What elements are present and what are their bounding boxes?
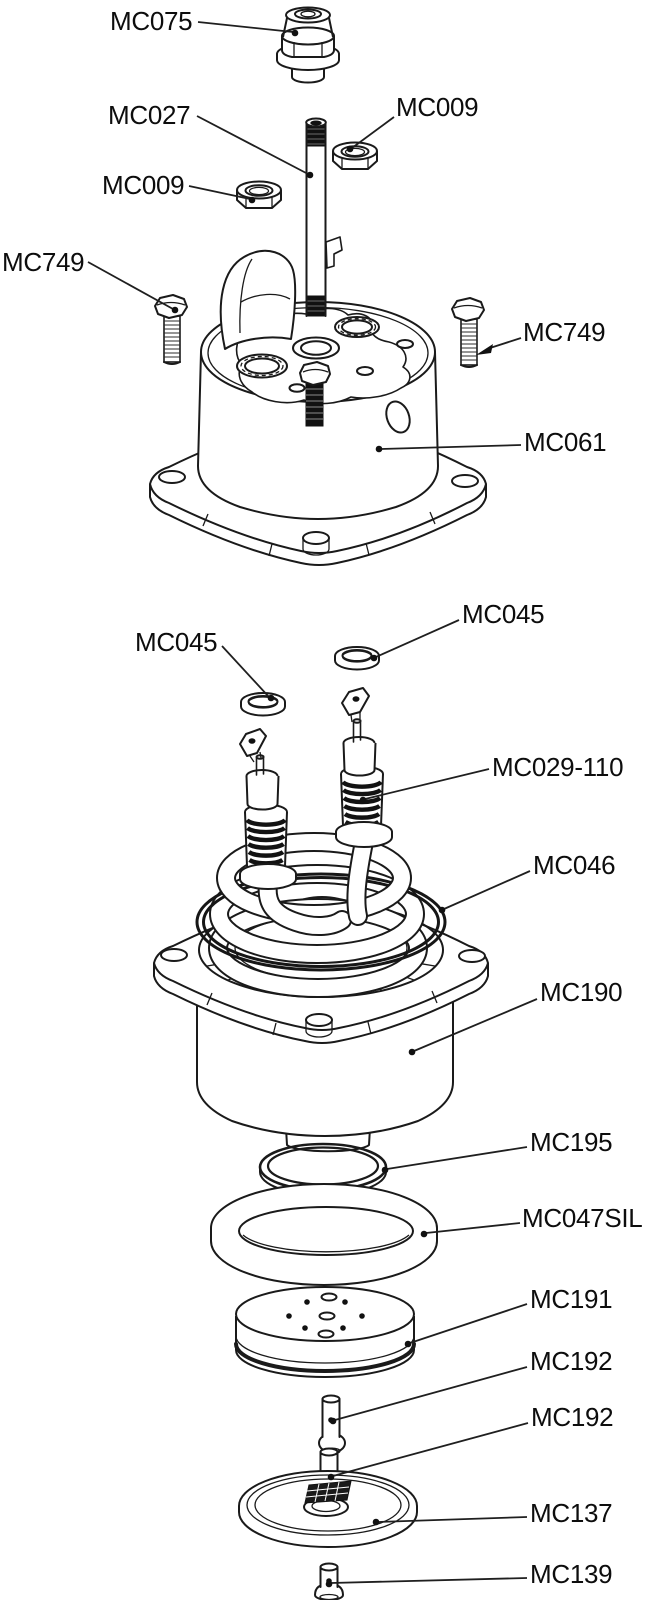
leader-mc009-right (351, 116, 395, 149)
leader-mc749-left (87, 261, 174, 310)
leader-mc075 (197, 21, 294, 33)
leader-mc045-right (375, 619, 460, 658)
part-mc009-nut-left (236, 180, 282, 209)
part-mc027-rod (305, 117, 343, 317)
label-mc139: MC139 (530, 1559, 612, 1589)
label-mc075: MC075 (110, 6, 192, 36)
label-mc009-right: MC009 (396, 92, 478, 122)
label-mc045-right: MC045 (462, 599, 544, 629)
label-mc009-left: MC009 (102, 170, 184, 200)
leader-mc195 (386, 1146, 528, 1170)
label-mc191: MC191 (530, 1284, 612, 1314)
part-mc749-bolt-left (154, 294, 188, 365)
leader-mc749-right (489, 337, 522, 349)
part-mc191-disc (234, 1286, 416, 1378)
leader-mc192-lower (332, 1422, 529, 1477)
label-mc749-right: MC749 (523, 317, 605, 347)
leader-mc046 (443, 870, 531, 910)
label-mc137: MC137 (530, 1498, 612, 1528)
part-mc029-110-heating-element (195, 687, 447, 998)
right-terminal-stem (335, 687, 393, 848)
part-mc075-fitting (276, 6, 340, 84)
label-mc192-upper: MC192 (530, 1346, 612, 1376)
part-centre-stud (299, 361, 331, 427)
label-mc749-left: MC749 (2, 247, 84, 277)
leader-arrow (476, 344, 493, 355)
part-mc045-ring-right (334, 646, 380, 671)
leader-mc137 (377, 1516, 528, 1523)
callout-leaders (87, 21, 538, 1588)
label-mc195: MC195 (530, 1127, 612, 1157)
label-mc045-left: MC045 (135, 627, 217, 657)
callout-labels: MC075 MC027 MC009 MC009 MC749 MC749 MC06… (2, 6, 643, 1589)
leader-mc191 (409, 1303, 528, 1344)
part-mc047sil-gasket (210, 1183, 438, 1286)
leader-mc061 (380, 444, 522, 450)
label-mc192-lower: MC192 (531, 1402, 613, 1432)
part-mc749-bolt-right (451, 297, 485, 368)
label-mc061: MC061 (524, 427, 606, 457)
label-mc047sil: MC047SIL (522, 1203, 642, 1233)
leader-mc192-upper (334, 1366, 528, 1421)
part-dome (219, 249, 297, 350)
part-mc139-screw (314, 1562, 344, 1600)
part-mc192-pin-upper (318, 1394, 346, 1455)
leader-mc045-left (221, 645, 270, 698)
leader-mc190 (413, 998, 538, 1052)
leader-mc009-left (188, 185, 251, 200)
leader-mc027 (196, 115, 309, 175)
part-mc046-oring (195, 872, 447, 972)
leader-mc139 (330, 1577, 528, 1584)
label-mc046: MC046 (533, 850, 615, 880)
part-mc061-boiler-top (149, 249, 487, 566)
filter-mesh (304, 1480, 352, 1504)
left-terminal-stem (239, 728, 297, 890)
leader-mc029-110 (364, 768, 490, 800)
label-mc190: MC190 (540, 977, 622, 1007)
leader-mc047sil (425, 1222, 521, 1234)
part-mc137-plate (238, 1470, 418, 1548)
label-mc027: MC027 (108, 100, 190, 130)
part-mc045-ring-left (240, 692, 286, 717)
label-mc029-110: MC029-110 (492, 752, 623, 782)
